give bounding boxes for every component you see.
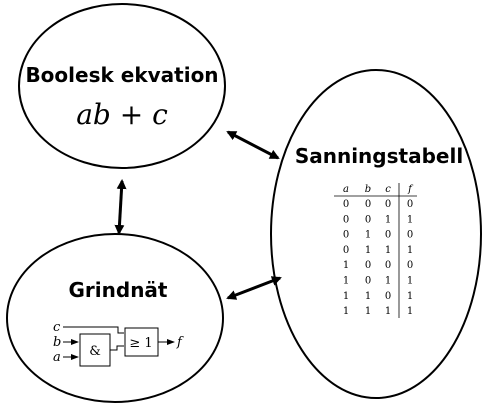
truth-table-cell: 0 xyxy=(407,260,413,271)
truth-table-cell: 0 xyxy=(365,199,371,210)
truth-table-node xyxy=(270,69,482,399)
truth-table-header-b: b xyxy=(365,184,371,195)
truth-table-cell: 1 xyxy=(407,276,413,287)
or-gate-label: ≥ 1 xyxy=(129,336,152,351)
truth-table-cell: 0 xyxy=(385,260,391,271)
truth-table-cell: 0 xyxy=(343,214,349,225)
input-a-label: a xyxy=(53,350,61,365)
truth-table-header-a: a xyxy=(343,184,349,195)
truth-table-cell: 1 xyxy=(343,306,349,317)
truth-table-cell: 1 xyxy=(365,306,371,317)
boolean-equation-node xyxy=(18,3,226,169)
arrow-boolean-circuit xyxy=(114,179,127,235)
truth-table-cell: 1 xyxy=(385,276,391,287)
truth-table-cell: 1 xyxy=(365,291,371,302)
wire-and-out xyxy=(110,345,124,351)
output-f-label: f xyxy=(176,335,184,350)
truth-table-cell: 1 xyxy=(407,306,413,317)
truth-table-cell: 1 xyxy=(407,214,413,225)
truth-table-cell: 1 xyxy=(407,291,413,302)
truth-table-title: Sanningstabell xyxy=(295,144,463,168)
truth-table-cell: 0 xyxy=(385,291,391,302)
and-gate-label: & xyxy=(89,344,101,359)
boolean-title: Boolesk ekvation xyxy=(25,63,218,87)
truth-table-cell: 0 xyxy=(407,199,413,210)
truth-table-header-f: f xyxy=(407,184,414,195)
circuit-node xyxy=(6,233,224,403)
truth-table-cell: 0 xyxy=(385,199,391,210)
truth-table-cell: 1 xyxy=(343,291,349,302)
truth-table-cell: 1 xyxy=(365,230,371,241)
truth-table-cell: 0 xyxy=(407,230,413,241)
truth-table: a b c f 0 0 0 0 0 0 1 1 0 1 0 0 0 1 1 1 1 0 0 0 1 0 1 1 1 1 0 1 1 1 1 1 xyxy=(343,184,414,317)
truth-table-cell: 1 xyxy=(407,245,413,256)
truth-table-cell: 0 xyxy=(343,245,349,256)
wire-c xyxy=(63,326,124,334)
arrow-circuit-truthtable xyxy=(226,276,282,300)
input-c-label: c xyxy=(53,320,61,335)
truth-table-cell: 1 xyxy=(385,245,391,256)
truth-table-cell: 0 xyxy=(385,230,391,241)
truth-table-header-c: c xyxy=(385,184,391,195)
truth-table-cell: 0 xyxy=(343,199,349,210)
truth-table-cell: 1 xyxy=(385,214,391,225)
truth-table-cell: 1 xyxy=(365,245,371,256)
boolean-expression: ab + c xyxy=(76,98,168,131)
truth-table-cell: 0 xyxy=(365,214,371,225)
circuit-title: Grindnät xyxy=(69,278,168,302)
truth-table-cell: 0 xyxy=(365,276,371,287)
truth-table-cell: 1 xyxy=(385,306,391,317)
truth-table-cell: 1 xyxy=(343,260,349,271)
or-gate xyxy=(124,327,159,357)
arrow-boolean-truthtable xyxy=(226,130,280,160)
truth-table-cell: 0 xyxy=(343,230,349,241)
and-gate xyxy=(79,333,111,367)
truth-table-cell: 0 xyxy=(365,260,371,271)
truth-table-cell: 1 xyxy=(343,276,349,287)
input-b-label: b xyxy=(53,335,61,350)
